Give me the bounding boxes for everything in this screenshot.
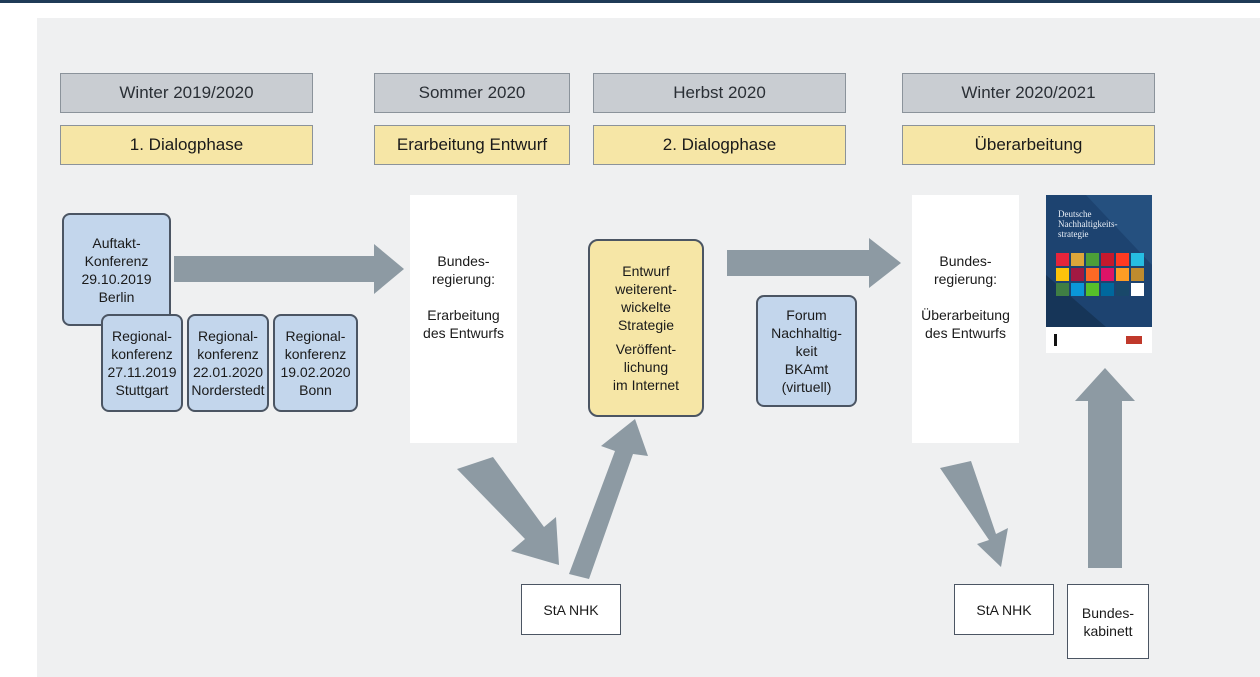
bundesregierung-task: Überarbeitung des Entwurfs <box>921 307 1010 341</box>
auftakt-conference-box: Auftakt- Konferenz 29.10.2019 Berlin <box>62 213 171 326</box>
entwurf-publication-box: Entwurf weiterent- wickelte Strategie Ve… <box>588 239 704 417</box>
government-logo-icon <box>1054 334 1057 346</box>
season-header: Sommer 2020 <box>374 73 570 113</box>
bundeskabinett-label: Bundes- kabinett <box>1081 604 1135 639</box>
sdg-tile <box>1131 268 1144 281</box>
bundesregierung-draft-panel: Bundes- regierung: Erarbeitung des Entwu… <box>410 195 517 443</box>
sdg-tile <box>1101 283 1114 296</box>
top-rule <box>0 0 1260 3</box>
forum-text: Forum Nachhaltig- keit BKAmt (virtuell) <box>771 307 842 395</box>
flow-arrows <box>174 238 1135 579</box>
sdg-tile <box>1071 253 1084 266</box>
season-label: Winter 2020/2021 <box>961 83 1096 102</box>
entwurf-publication: Veröffent- lichung im Internet <box>612 341 680 393</box>
season-label: Winter 2019/2020 <box>119 83 254 102</box>
sdg-tile <box>1116 283 1129 296</box>
arrow-down-right-1 <box>457 457 559 565</box>
bundesregierung-revision-panel: Bundes- regierung: Überarbeitung des Ent… <box>912 195 1019 443</box>
bundesregierung-task: Erarbeitung des Entwurfs <box>423 307 504 341</box>
bundeskabinett-box: Bundes- kabinett <box>1067 584 1149 659</box>
season-label: Herbst 2020 <box>673 83 766 102</box>
phase-label: Erarbeitung Entwurf <box>396 135 548 154</box>
sta-nhk-label: StA NHK <box>976 601 1032 618</box>
sdg-tile <box>1101 253 1114 266</box>
logo-icon <box>1126 336 1142 344</box>
strategy-cover-image: Deutsche Nachhaltigkeits- strategie <box>1046 195 1152 353</box>
regional-conference-text: Regional- konferenz 27.11.2019 Stuttgart <box>107 328 177 398</box>
sdg-tile <box>1071 268 1084 281</box>
diagram-canvas: Winter 2019/2020 Sommer 2020 Herbst 2020… <box>37 18 1260 677</box>
bundesregierung-title: Bundes- regierung: <box>933 253 998 287</box>
sta-nhk-label: StA NHK <box>543 601 599 618</box>
season-label: Sommer 2020 <box>418 83 526 102</box>
season-header: Herbst 2020 <box>593 73 846 113</box>
sdg-tile <box>1056 253 1069 266</box>
arrow-up-1 <box>1075 368 1135 568</box>
season-header: Winter 2019/2020 <box>60 73 313 113</box>
sdg-tile <box>1116 268 1129 281</box>
forum-nachhaltigkeit-box: Forum Nachhaltig- keit BKAmt (virtuell) <box>756 295 857 407</box>
cover-title: Deutsche Nachhaltigkeits- strategie <box>1058 209 1118 239</box>
cover-subtitle-line <box>1058 241 1059 246</box>
arrow-down-right-2 <box>940 461 1008 567</box>
sdg-tile <box>1086 268 1099 281</box>
arrow-right-1 <box>174 244 404 294</box>
sdg-tile <box>1086 283 1099 296</box>
regional-conference-box: Regional- konferenz 22.01.2020 Norderste… <box>187 314 269 412</box>
phase-header: 1. Dialogphase <box>60 125 313 165</box>
sdg-tile <box>1131 253 1144 266</box>
sta-nhk-box: StA NHK <box>521 584 621 635</box>
season-header: Winter 2020/2021 <box>902 73 1155 113</box>
entwurf-title: Entwurf weiterent- wickelte Strategie <box>615 263 677 333</box>
arrow-up-right-1 <box>569 419 648 579</box>
phase-header: Erarbeitung Entwurf <box>374 125 570 165</box>
sdg-tile <box>1071 283 1084 296</box>
sdg-tile <box>1056 268 1069 281</box>
phase-header: 2. Dialogphase <box>593 125 846 165</box>
phase-label: 2. Dialogphase <box>662 135 777 154</box>
sdg-tile <box>1116 253 1129 266</box>
auftakt-conference-text: Auftakt- Konferenz 29.10.2019 Berlin <box>81 234 152 305</box>
regional-conference-box: Regional- konferenz 27.11.2019 Stuttgart <box>101 314 183 412</box>
sdg-tile <box>1101 268 1114 281</box>
regional-conference-box: Regional- konferenz 19.02.2020 Bonn <box>273 314 358 412</box>
sta-nhk-box: StA NHK <box>954 584 1054 635</box>
sdg-tile <box>1056 283 1069 296</box>
cover-footer <box>1046 327 1152 353</box>
regional-conference-text: Regional- konferenz 19.02.2020 Bonn <box>280 328 351 398</box>
regional-conference-text: Regional- konferenz 22.01.2020 Norderste… <box>191 328 265 398</box>
sdg-tile <box>1086 253 1099 266</box>
phase-label: Überarbeitung <box>974 135 1083 154</box>
phase-header: Überarbeitung <box>902 125 1155 165</box>
bundesregierung-title: Bundes- regierung: <box>431 253 496 287</box>
phase-label: 1. Dialogphase <box>129 135 244 154</box>
sdg-tile <box>1131 283 1144 296</box>
arrow-right-2 <box>727 238 901 288</box>
